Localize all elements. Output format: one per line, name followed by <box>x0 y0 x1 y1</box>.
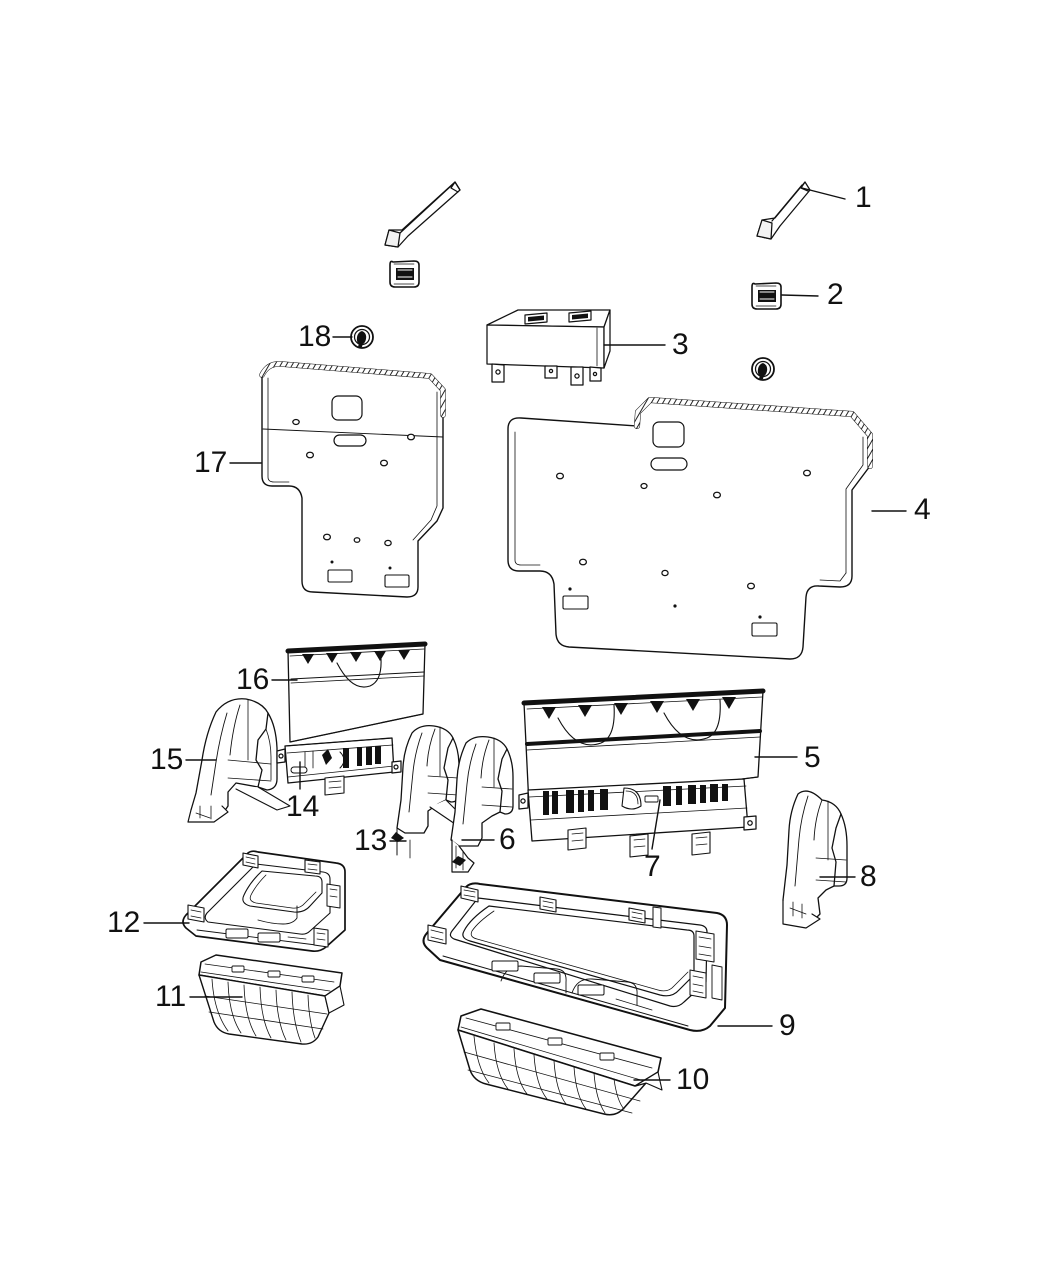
part-valance-trim-long[interactable] <box>521 688 766 807</box>
leader-2 <box>781 294 819 297</box>
part-latch-bar-assembly-short[interactable] <box>276 737 402 796</box>
leader-7 <box>651 799 661 850</box>
part-cushion-frame-small[interactable] <box>182 850 346 953</box>
part-cushion-pan-small[interactable] <box>198 954 345 1045</box>
callout-label-17[interactable]: 17 <box>194 446 228 479</box>
part-power-module[interactable] <box>486 309 611 386</box>
part-grommet-plug-left[interactable] <box>350 325 374 349</box>
part-seat-back-panel-small[interactable] <box>259 361 446 598</box>
callout-label-6[interactable]: 6 <box>499 823 516 856</box>
callout-leader-lines <box>143 187 907 1081</box>
part-clip-retainer-left[interactable] <box>389 260 420 288</box>
callout-label-7[interactable]: 7 <box>644 850 661 883</box>
part-clip-retainer-right[interactable] <box>751 282 782 310</box>
callout-label-18[interactable]: 18 <box>298 320 332 353</box>
part-latch-bar-assembly-long[interactable] <box>518 778 757 858</box>
callout-label-4[interactable]: 4 <box>914 493 931 526</box>
part-grommet-plug-right[interactable] <box>751 357 775 381</box>
part-strap-support-rod-left[interactable] <box>384 181 461 248</box>
part-side-shield-inner-right[interactable] <box>450 735 514 873</box>
part-cushion-pan-large[interactable] <box>457 1008 663 1116</box>
leader-1 <box>801 187 846 200</box>
callout-label-16[interactable]: 16 <box>236 663 270 696</box>
callout-label-5[interactable]: 5 <box>804 741 821 774</box>
part-strap-support-rod-right[interactable] <box>756 181 811 240</box>
callout-label-2[interactable]: 2 <box>827 278 844 311</box>
part-side-shield-outer-right[interactable] <box>782 790 848 929</box>
callout-label-15[interactable]: 15 <box>150 743 184 776</box>
callout-label-12[interactable]: 12 <box>107 906 141 939</box>
callout-label-1[interactable]: 1 <box>855 181 872 214</box>
callout-label-9[interactable]: 9 <box>779 1009 796 1042</box>
callout-label-8[interactable]: 8 <box>860 860 877 893</box>
callout-label-14[interactable]: 14 <box>286 790 320 823</box>
callout-label-10[interactable]: 10 <box>676 1063 710 1096</box>
part-valance-trim-short[interactable] <box>285 641 428 743</box>
part-cushion-frame-large[interactable] <box>422 882 728 1032</box>
callout-label-13[interactable]: 13 <box>354 824 388 857</box>
callout-label-3[interactable]: 3 <box>672 328 689 361</box>
part-side-shield-outer-left[interactable] <box>187 698 291 823</box>
callout-label-11[interactable]: 11 <box>155 980 187 1013</box>
part-seat-back-panel-large[interactable] <box>507 397 873 660</box>
